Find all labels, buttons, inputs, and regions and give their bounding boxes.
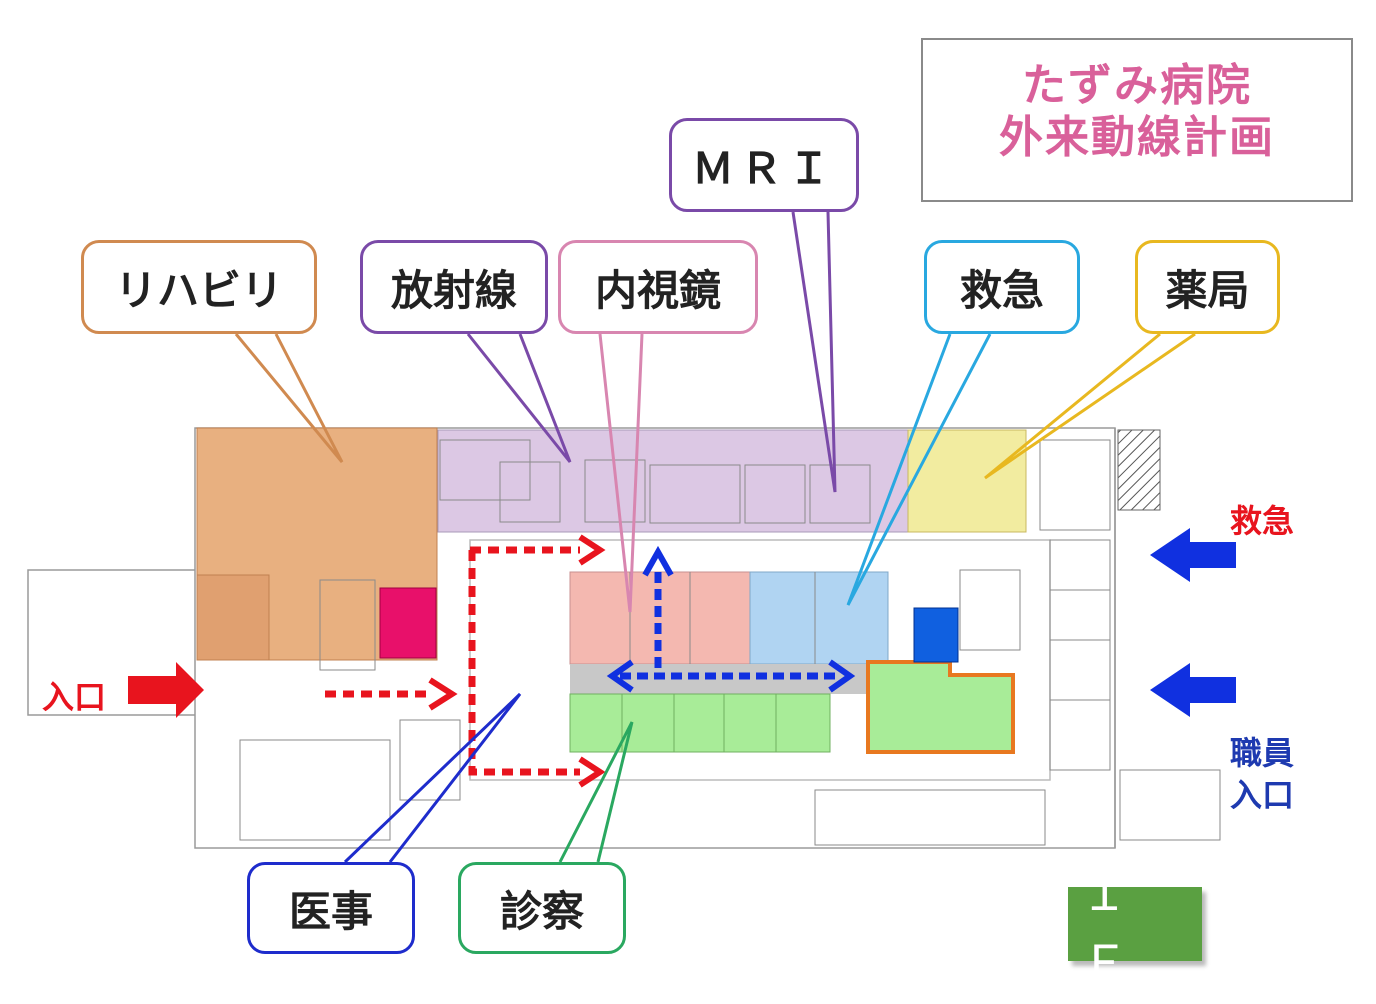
callout-rehab: リハビリ: [81, 240, 317, 334]
staff-entrance-arrow-icon: [1150, 663, 1236, 717]
staff-entrance-label-line-1: 職員: [1230, 734, 1295, 772]
blue-arrowheads: [606, 545, 856, 693]
title-line-1: たずみ病院: [1022, 60, 1252, 111]
callout-medical-affairs: 医事: [247, 862, 415, 954]
zone-consultation: [569, 693, 831, 753]
emergency-entrance-label: 救急: [1230, 502, 1295, 540]
entrance-label: 入口: [42, 678, 107, 716]
callout-radiology: 放射線: [360, 240, 548, 334]
blue-flow-paths: [620, 566, 840, 680]
callout-mri: ＭＲＩ: [669, 118, 859, 212]
zone-radiology: [437, 429, 909, 533]
emergency-entrance-arrow-icon: [1150, 528, 1236, 582]
callout-pharmacy: 薬局: [1135, 240, 1280, 334]
title-box: たずみ病院 外来動線計画: [921, 38, 1353, 202]
zone-rehab-sub: [196, 574, 270, 661]
zone-pharmacy: [907, 429, 1027, 533]
callout-endoscopy: 内視鏡: [558, 240, 758, 334]
callout-leaders: [234, 211, 1196, 864]
title-line-2: 外来動線計画: [999, 112, 1275, 163]
zone-red-room: [379, 587, 437, 659]
zone-medical-affairs-office: [866, 660, 1015, 754]
zone-emergency: [749, 571, 889, 665]
red-arrowheads: [428, 534, 606, 788]
floor-badge: １Ｆ: [1068, 866, 1202, 992]
callout-consultation: 診察: [458, 862, 626, 954]
staff-entrance-label-line-2: 入口: [1230, 776, 1295, 814]
red-flow-paths: [325, 546, 580, 776]
zone-blue-room: [913, 607, 959, 663]
zone-stair-hatch: [1117, 429, 1161, 511]
callout-emergency: 救急: [924, 240, 1080, 334]
entrance-arrow-icon: [128, 662, 204, 718]
